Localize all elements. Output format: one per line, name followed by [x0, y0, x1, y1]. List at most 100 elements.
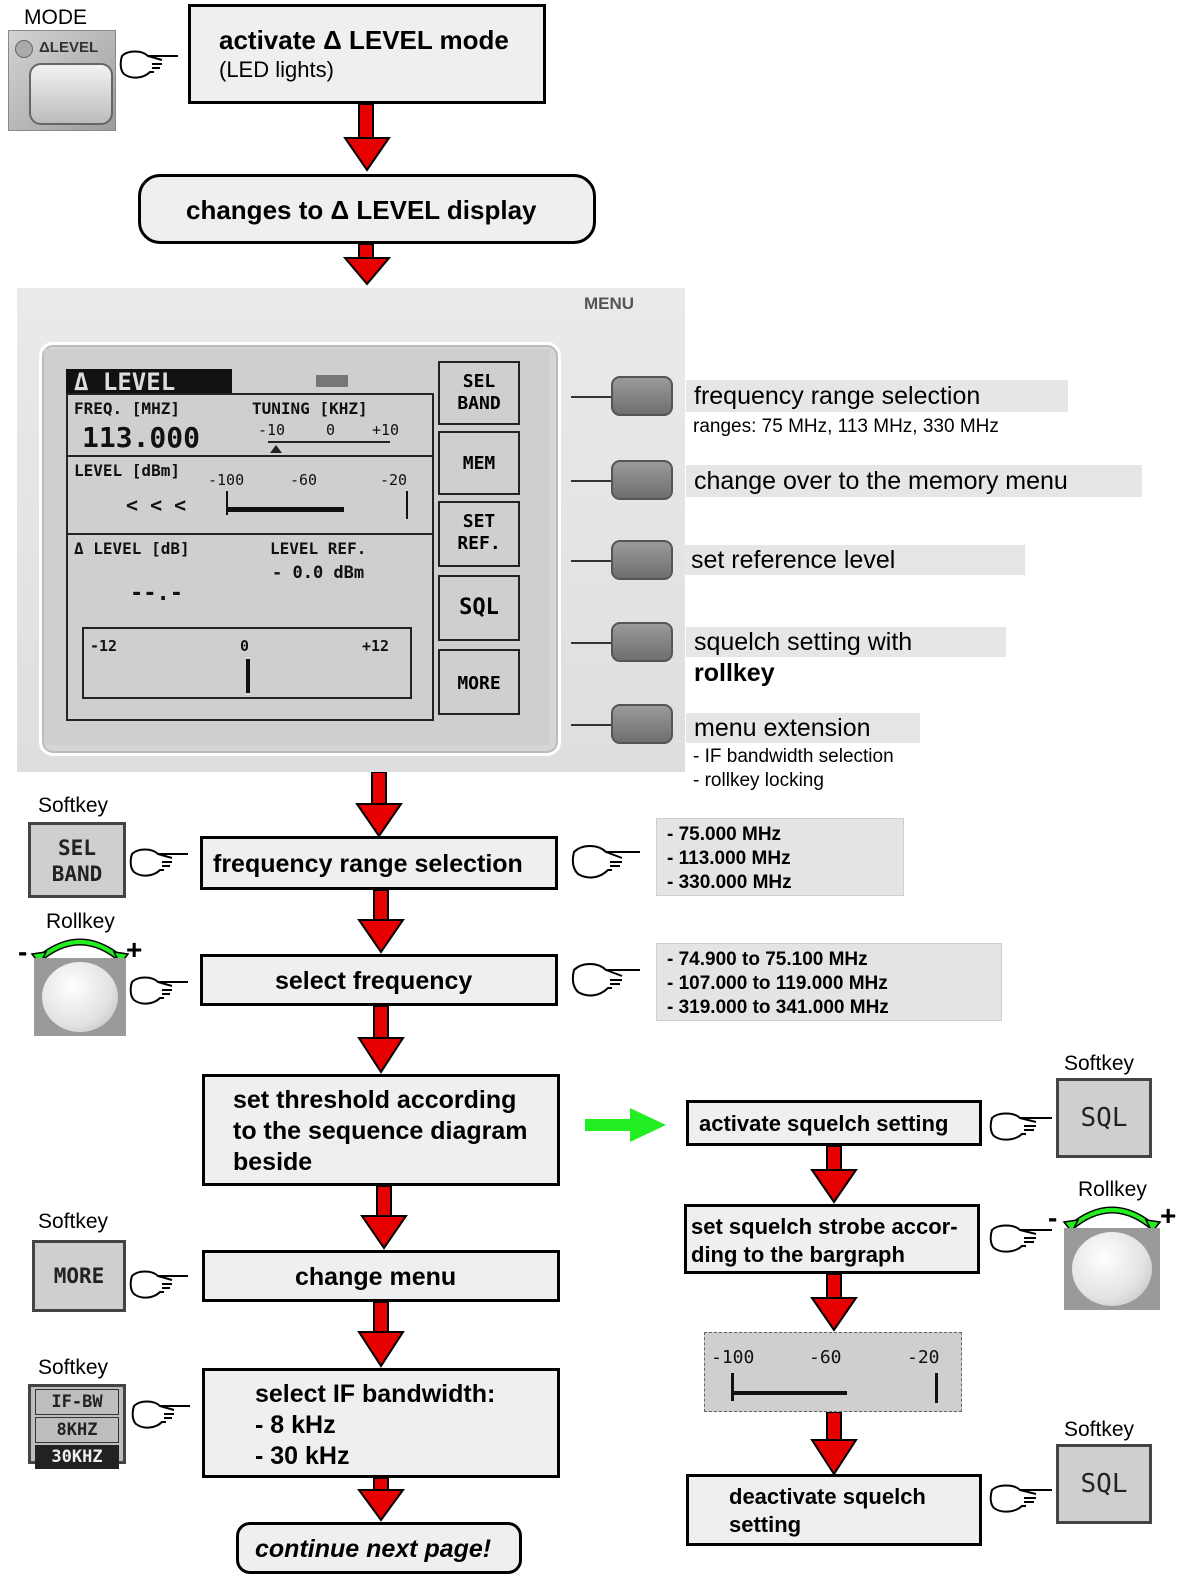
softkey-3-button[interactable]	[611, 540, 673, 580]
flow-arrow	[343, 104, 391, 172]
step-strobe-line: set squelch strobe accor-	[691, 1214, 958, 1239]
step-ifbw-line: - 30 kHz	[255, 1442, 350, 1470]
flow-arrow	[355, 772, 403, 838]
mode-caption: MODE	[24, 6, 87, 29]
step-activate-squelch: activate squelch setting	[686, 1100, 982, 1146]
softkey-caption: Softkey	[38, 1210, 109, 1233]
softkey-4-button[interactable]	[611, 622, 673, 662]
softkey-5-button[interactable]	[611, 704, 673, 744]
flow-arrow	[810, 1412, 858, 1476]
rollkey-knob-image[interactable]	[1064, 1228, 1160, 1310]
step-set-threshold: set threshold according to the sequence …	[202, 1074, 560, 1186]
side-label-ifbw: - IF bandwidth selection	[693, 746, 894, 767]
flow-arrow	[343, 244, 391, 286]
ranges-list-item: - 75.000 MHz	[667, 824, 782, 845]
side-label-memory: change over to the memory menu	[686, 465, 1142, 497]
tuning-tick-label: 0	[326, 421, 336, 439]
ranges-list: - 75.000 MHz - 113.000 MHz - 330.000 MHz	[656, 818, 904, 896]
tuning-scale	[268, 441, 390, 443]
bar-tick-label: 0	[240, 637, 250, 655]
device-panel: MENU Δ LEVEL FREQ. [MHZ] 113.000 TUNING …	[17, 288, 685, 772]
levelref-label: LEVEL REF.	[270, 539, 367, 558]
step-deactivate-line: deactivate squelch	[729, 1484, 926, 1509]
ifbw-key-line: IF-BW	[35, 1389, 119, 1415]
rollkey-caption: Rollkey	[1078, 1178, 1147, 1201]
level-label: LEVEL [dBm]	[74, 461, 180, 480]
step-activate-sub: (LED lights)	[219, 57, 334, 82]
softkey-1-button[interactable]	[611, 376, 673, 416]
level-bar-right	[406, 491, 408, 519]
frequency-list-item: - 107.000 to 119.000 MHz	[667, 973, 888, 994]
frequency-list-item: - 74.900 to 75.100 MHz	[667, 949, 868, 970]
selband-key-line2: BAND	[51, 862, 103, 886]
knob-icon	[42, 962, 118, 1032]
continue-next-page-box: continue next page!	[236, 1522, 522, 1574]
knob-icon	[1072, 1232, 1152, 1306]
bargraph-right-mark	[935, 1373, 938, 1403]
ifbw-key-line: 8KHZ	[35, 1417, 119, 1443]
ranges-list-item: - 330.000 MHz	[667, 872, 792, 893]
flow-arrow	[360, 1186, 408, 1250]
side-label-locking: - rollkey locking	[693, 770, 824, 791]
lcd-title: Δ LEVEL	[66, 369, 232, 395]
divider	[68, 455, 432, 457]
step-activate-title: activate Δ LEVEL mode	[219, 25, 509, 55]
continue-next-page-text: continue next page!	[255, 1535, 492, 1563]
menu-label: MENU	[584, 294, 635, 313]
tuning-marker-icon	[270, 445, 282, 453]
softkey-caption: Softkey	[1064, 1052, 1135, 1075]
bargraph-tick-label: -100	[711, 1347, 755, 1368]
rollkey-caption: Rollkey	[46, 910, 115, 933]
squelch-bargraph: -100 -60 -20	[704, 1332, 962, 1412]
tuning-label: TUNING [KHZ]	[252, 399, 368, 418]
tuning-tick-label: -10	[258, 421, 286, 439]
green-arrow-right	[585, 1108, 666, 1142]
flow-arrow	[357, 890, 405, 954]
pointing-hand-icon	[130, 1392, 192, 1437]
pointing-hand-icon	[988, 1216, 1054, 1261]
step-frequency-range-selection: frequency range selection	[200, 836, 558, 890]
key-leader	[571, 396, 611, 398]
step-select-frequency-text: select frequency	[275, 967, 473, 995]
step-deactivate-squelch: deactivate squelch setting	[686, 1474, 982, 1546]
battery-icon	[316, 375, 348, 387]
ranges-list-item: - 113.000 MHz	[667, 848, 791, 869]
rollkey-knob-image[interactable]	[34, 958, 126, 1036]
freq-value: 113.000	[82, 421, 201, 454]
levelref-value: - 0.0 dBm	[272, 563, 365, 583]
pointing-hand-icon	[128, 840, 190, 885]
side-label-freq-range: frequency range selection	[686, 380, 1068, 412]
selband-softkey-image[interactable]: SEL BAND	[28, 822, 126, 898]
lcd-main-frame: FREQ. [MHZ] 113.000 TUNING [KHZ] -10 0 +…	[66, 393, 434, 721]
softkey-caption: Softkey	[38, 1356, 109, 1379]
freq-label: FREQ. [MHZ]	[74, 399, 180, 418]
softkey-2-button[interactable]	[611, 460, 673, 500]
side-label-squelch: squelch setting with	[686, 627, 1006, 657]
step-activate-squelch-text: activate squelch setting	[699, 1111, 949, 1136]
step-change-menu: change menu	[202, 1250, 560, 1302]
bar-tick-label: -12	[90, 637, 118, 655]
lcd-softkey-sql: SQL	[438, 575, 520, 641]
mode-button-cap	[29, 63, 113, 125]
mode-button-photo[interactable]: ΔLEVEL	[8, 30, 116, 131]
sql-softkey-image[interactable]: SQL	[1056, 1078, 1152, 1158]
lcd-softkey-more: MORE	[438, 649, 520, 715]
more-softkey-image[interactable]: MORE	[32, 1240, 126, 1312]
lcd-screen: Δ LEVEL FREQ. [MHZ] 113.000 TUNING [KHZ]…	[44, 349, 550, 745]
ifbw-softkey-image[interactable]: IF-BW 8KHZ 30KHZ	[28, 1384, 126, 1469]
flow-arrow	[357, 1302, 405, 1368]
pointing-hand-icon	[988, 1104, 1054, 1149]
level-bar	[228, 507, 344, 512]
step-activate-level-mode: activate Δ LEVEL mode (LED lights)	[188, 4, 546, 104]
bargraph-tick-label: -20	[907, 1347, 940, 1368]
rollkey-minus: -	[1048, 1202, 1058, 1233]
dlevel-label: Δ LEVEL [dB]	[74, 539, 190, 558]
divider	[68, 533, 432, 535]
level-tick-label: -20	[380, 471, 408, 489]
pointing-hand-icon	[570, 838, 642, 887]
sql-softkey-image[interactable]: SQL	[1056, 1444, 1152, 1524]
lcd-softkey-mem: MEM	[438, 431, 520, 495]
lcd-bezel: Δ LEVEL FREQ. [MHZ] 113.000 TUNING [KHZ]…	[39, 342, 561, 756]
rollkey-plus: +	[1160, 1200, 1177, 1231]
step-threshold-line: to the sequence diagram	[233, 1117, 528, 1145]
